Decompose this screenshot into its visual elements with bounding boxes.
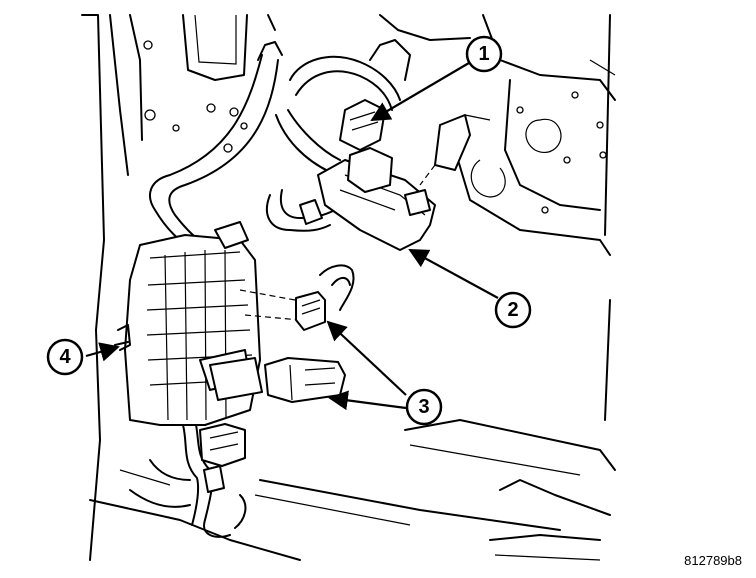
- leader-2: [408, 249, 499, 299]
- floor-sill: [89, 299, 616, 561]
- callout-2-label: 2: [507, 299, 518, 321]
- figure-id: 812789b8: [684, 553, 742, 568]
- inner-panel: [369, 14, 616, 256]
- leader-3a: [326, 320, 407, 396]
- callout-3: 3: [405, 388, 443, 426]
- control-module: [299, 99, 491, 251]
- wiring-harness: [129, 41, 401, 538]
- leader-4: [85, 342, 120, 362]
- leader-3b: [328, 390, 407, 411]
- callout-2: 2: [494, 291, 532, 329]
- callout-1-label: 1: [478, 43, 489, 65]
- leader-1: [370, 59, 475, 122]
- body-pillar: [81, 14, 276, 561]
- callout-1: 1: [465, 35, 503, 73]
- callout-leaders: [85, 59, 499, 411]
- junction-block: [114, 221, 301, 426]
- harness-connectors: [199, 291, 346, 493]
- callout-4: 4: [46, 338, 84, 376]
- callout-3-label: 3: [418, 396, 429, 418]
- callout-4-label: 4: [59, 346, 71, 368]
